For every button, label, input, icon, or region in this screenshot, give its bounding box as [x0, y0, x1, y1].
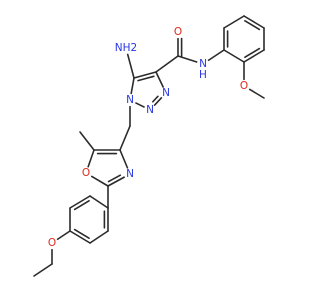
bond-o12-c14: [87, 149, 95, 168]
bond-n18-n19: [135, 102, 145, 108]
atom-o25-label: O: [174, 26, 182, 38]
atom-n13: N: [124, 168, 136, 180]
bond-c24-n26: [177, 55, 198, 63]
atom-n18: N: [124, 94, 136, 106]
bond-o33-c34: [248, 88, 265, 99]
bond-c4-c5-inner: [73, 228, 90, 240]
bond-n13-c10-inner: [107, 174, 122, 183]
bond-c21-c24: [155, 55, 179, 73]
bond-c21-c22: [133, 71, 157, 79]
atom-n26-sublabel: H: [199, 69, 207, 81]
atom-n19-backdrop: [144, 104, 156, 116]
bond-c15-n13: [119, 149, 129, 169]
atom-o12-label: O: [82, 167, 90, 179]
atom-n19-label: N: [146, 104, 154, 116]
atom-n26: NH: [197, 58, 209, 81]
bond-c8-c9-inner: [73, 199, 90, 211]
atom-n13-backdrop: [124, 168, 136, 180]
bond-c8-c9: [69, 195, 91, 209]
atom-o3-label: O: [48, 237, 56, 249]
bond-c31-c32-inner: [244, 47, 261, 59]
bond-n19-n20-inner: [152, 95, 159, 103]
bond-n13-c10: [107, 176, 126, 187]
bond-c1-c2: [33, 263, 53, 277]
atom-o33: O: [238, 80, 250, 92]
bond-c32-c27: [223, 49, 245, 63]
atom-n23: NH2: [115, 42, 137, 54]
bond-c15-c17: [119, 125, 131, 151]
bond-c22-n23: [126, 53, 135, 79]
bond-n20-c21: [155, 71, 165, 88]
atom-n18-label: N: [126, 94, 134, 106]
atom-o12-backdrop: [80, 167, 92, 179]
bond-n26-c27: [207, 49, 225, 62]
bond-n19-n20: [153, 96, 163, 107]
bond-layer: [33, 15, 265, 277]
atom-n20-label: N: [162, 87, 170, 99]
bond-c21-c22-inner: [137, 75, 155, 82]
bond-o3-c4: [56, 230, 71, 241]
bond-c22-n18: [130, 77, 135, 95]
bond-c28-c29: [223, 15, 245, 29]
atom-o33-backdrop: [238, 80, 250, 92]
bond-c7-c8: [89, 195, 109, 209]
atom-o33-label: O: [240, 80, 248, 92]
atom-n23-backdrop: [120, 42, 132, 54]
bond-c10-o12: [90, 175, 109, 187]
bond-c4-c5: [69, 230, 91, 244]
atom-n20: N: [160, 87, 172, 99]
atom-o25-backdrop: [172, 26, 184, 38]
atom-n23-label: NH2: [115, 42, 137, 54]
bond-c5-c6: [89, 230, 109, 244]
bond-c14-c16: [79, 131, 95, 151]
atom-o3-backdrop: [46, 237, 58, 249]
atom-o3: O: [46, 237, 58, 249]
bond-c29-c30-inner: [244, 19, 261, 31]
atom-n20-backdrop: [160, 87, 172, 99]
bond-c29-c30: [243, 15, 265, 29]
atom-o12: O: [80, 167, 92, 179]
bond-c31-c32: [243, 49, 265, 63]
atom-n26-backdrop: [197, 58, 209, 70]
atom-o25: O: [172, 26, 184, 38]
atom-n26-label: N: [199, 58, 207, 70]
atom-n19: N: [144, 104, 156, 116]
atom-n13-label: N: [126, 168, 134, 180]
atom-n18-backdrop: [124, 94, 136, 106]
